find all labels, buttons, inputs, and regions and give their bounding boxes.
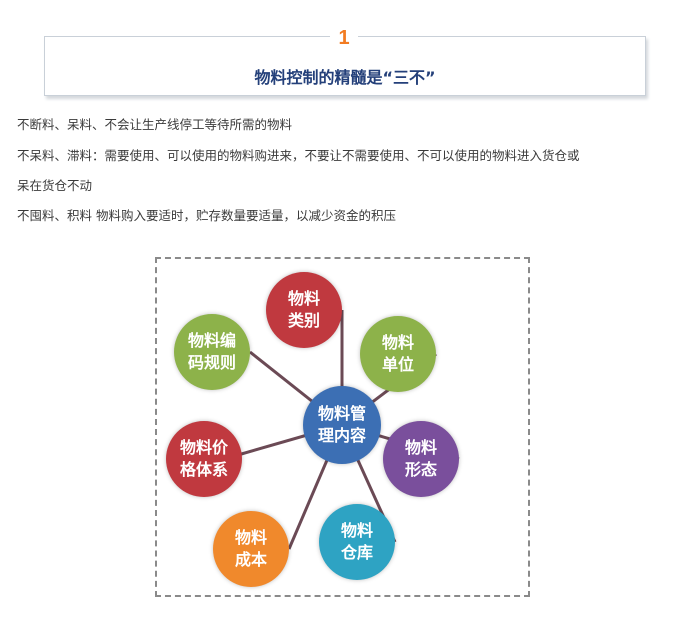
node-material-unit: 物料单位 <box>360 316 436 392</box>
paragraph: 呆在货仓不动 <box>17 178 93 193</box>
node-material-price-system: 物料价格体系 <box>166 421 242 497</box>
node-material-cost: 物料成本 <box>213 511 289 587</box>
paragraph: 不囤料、积料 物料购入要适时，贮存数量要适量，以减少资金的积压 <box>17 208 396 223</box>
node-material-coding-rules: 物料编码规则 <box>174 314 250 390</box>
node-center-material-management: 物料管理内容 <box>303 386 381 464</box>
paragraph: 不呆料、滞料：需要使用、可以使用的物料购进来，不要让不需要使用、不可以使用的物料… <box>17 148 580 163</box>
node-material-category: 物料类别 <box>266 272 342 348</box>
node-material-warehouse: 物料仓库 <box>319 504 395 580</box>
node-material-form: 物料形态 <box>383 421 459 497</box>
section-number: 1 <box>330 27 358 50</box>
paragraph: 不断料、呆料、不会让生产线停工等待所需的物料 <box>17 117 293 132</box>
section-title: 物料控制的精髓是“三不” <box>254 68 436 87</box>
material-management-diagram: 物料类别 物料单位 物料形态 物料仓库 物料成本 物料价格体系 物料编码规则 物… <box>155 257 530 597</box>
